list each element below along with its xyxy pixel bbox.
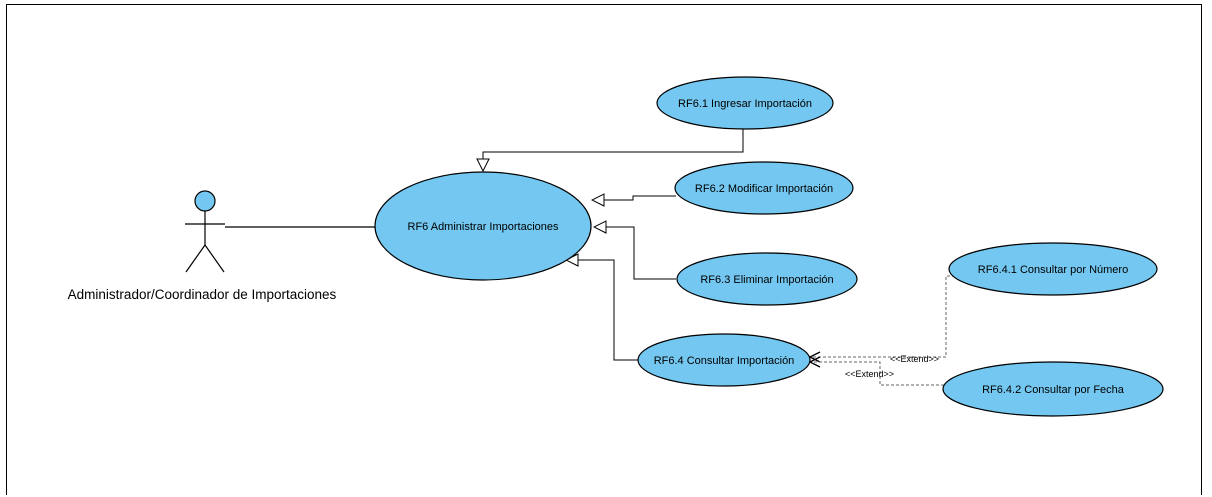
actor-left-leg <box>185 244 206 273</box>
actor-right-leg <box>204 244 225 273</box>
use-case-rf61[interactable]: RF6.1 Ingresar Importación <box>656 76 834 130</box>
use-case-rf642-label: RF6.4.2 Consultar por Fecha <box>982 384 1125 396</box>
actor-head <box>194 190 216 212</box>
extend-rf641 <box>810 275 955 357</box>
extend-rf642 <box>810 362 944 386</box>
use-case-rf642[interactable]: RF6.4.2 Consultar por Fecha <box>942 361 1164 417</box>
use-case-rf63-label: RF6.3 Eliminar Importación <box>700 274 833 286</box>
use-case-rf64[interactable]: RF6.4 Consultar Importación <box>637 333 811 387</box>
use-case-rf641-label: RF6.4.1 Consultar por Número <box>978 264 1128 276</box>
use-case-main-label: RF6 Administrar Importaciones <box>408 221 559 233</box>
actor-label: Administrador/Coordinador de Importacion… <box>68 287 337 302</box>
generalization-rf62 <box>592 196 676 200</box>
use-case-rf62-label: RF6.2 Modificar Importación <box>695 183 833 195</box>
generalization-rf64 <box>566 260 640 361</box>
use-case-main[interactable]: RF6 Administrar Importaciones <box>374 171 592 281</box>
actor-figure[interactable] <box>185 190 225 273</box>
generalization-rf63 <box>594 227 676 280</box>
use-case-rf61-label: RF6.1 Ingresar Importación <box>678 98 812 110</box>
use-case-rf63[interactable]: RF6.3 Eliminar Importación <box>676 252 858 306</box>
extend-label-1: <<Extend>> <box>890 354 939 364</box>
use-case-rf62[interactable]: RF6.2 Modificar Importación <box>674 161 854 215</box>
use-case-rf64-label: RF6.4 Consultar Importación <box>654 355 795 367</box>
use-case-rf641[interactable]: RF6.4.1 Consultar por Número <box>948 242 1158 296</box>
extend-label-2: <<Extend>> <box>845 369 894 379</box>
generalization-rf61 <box>483 129 744 171</box>
